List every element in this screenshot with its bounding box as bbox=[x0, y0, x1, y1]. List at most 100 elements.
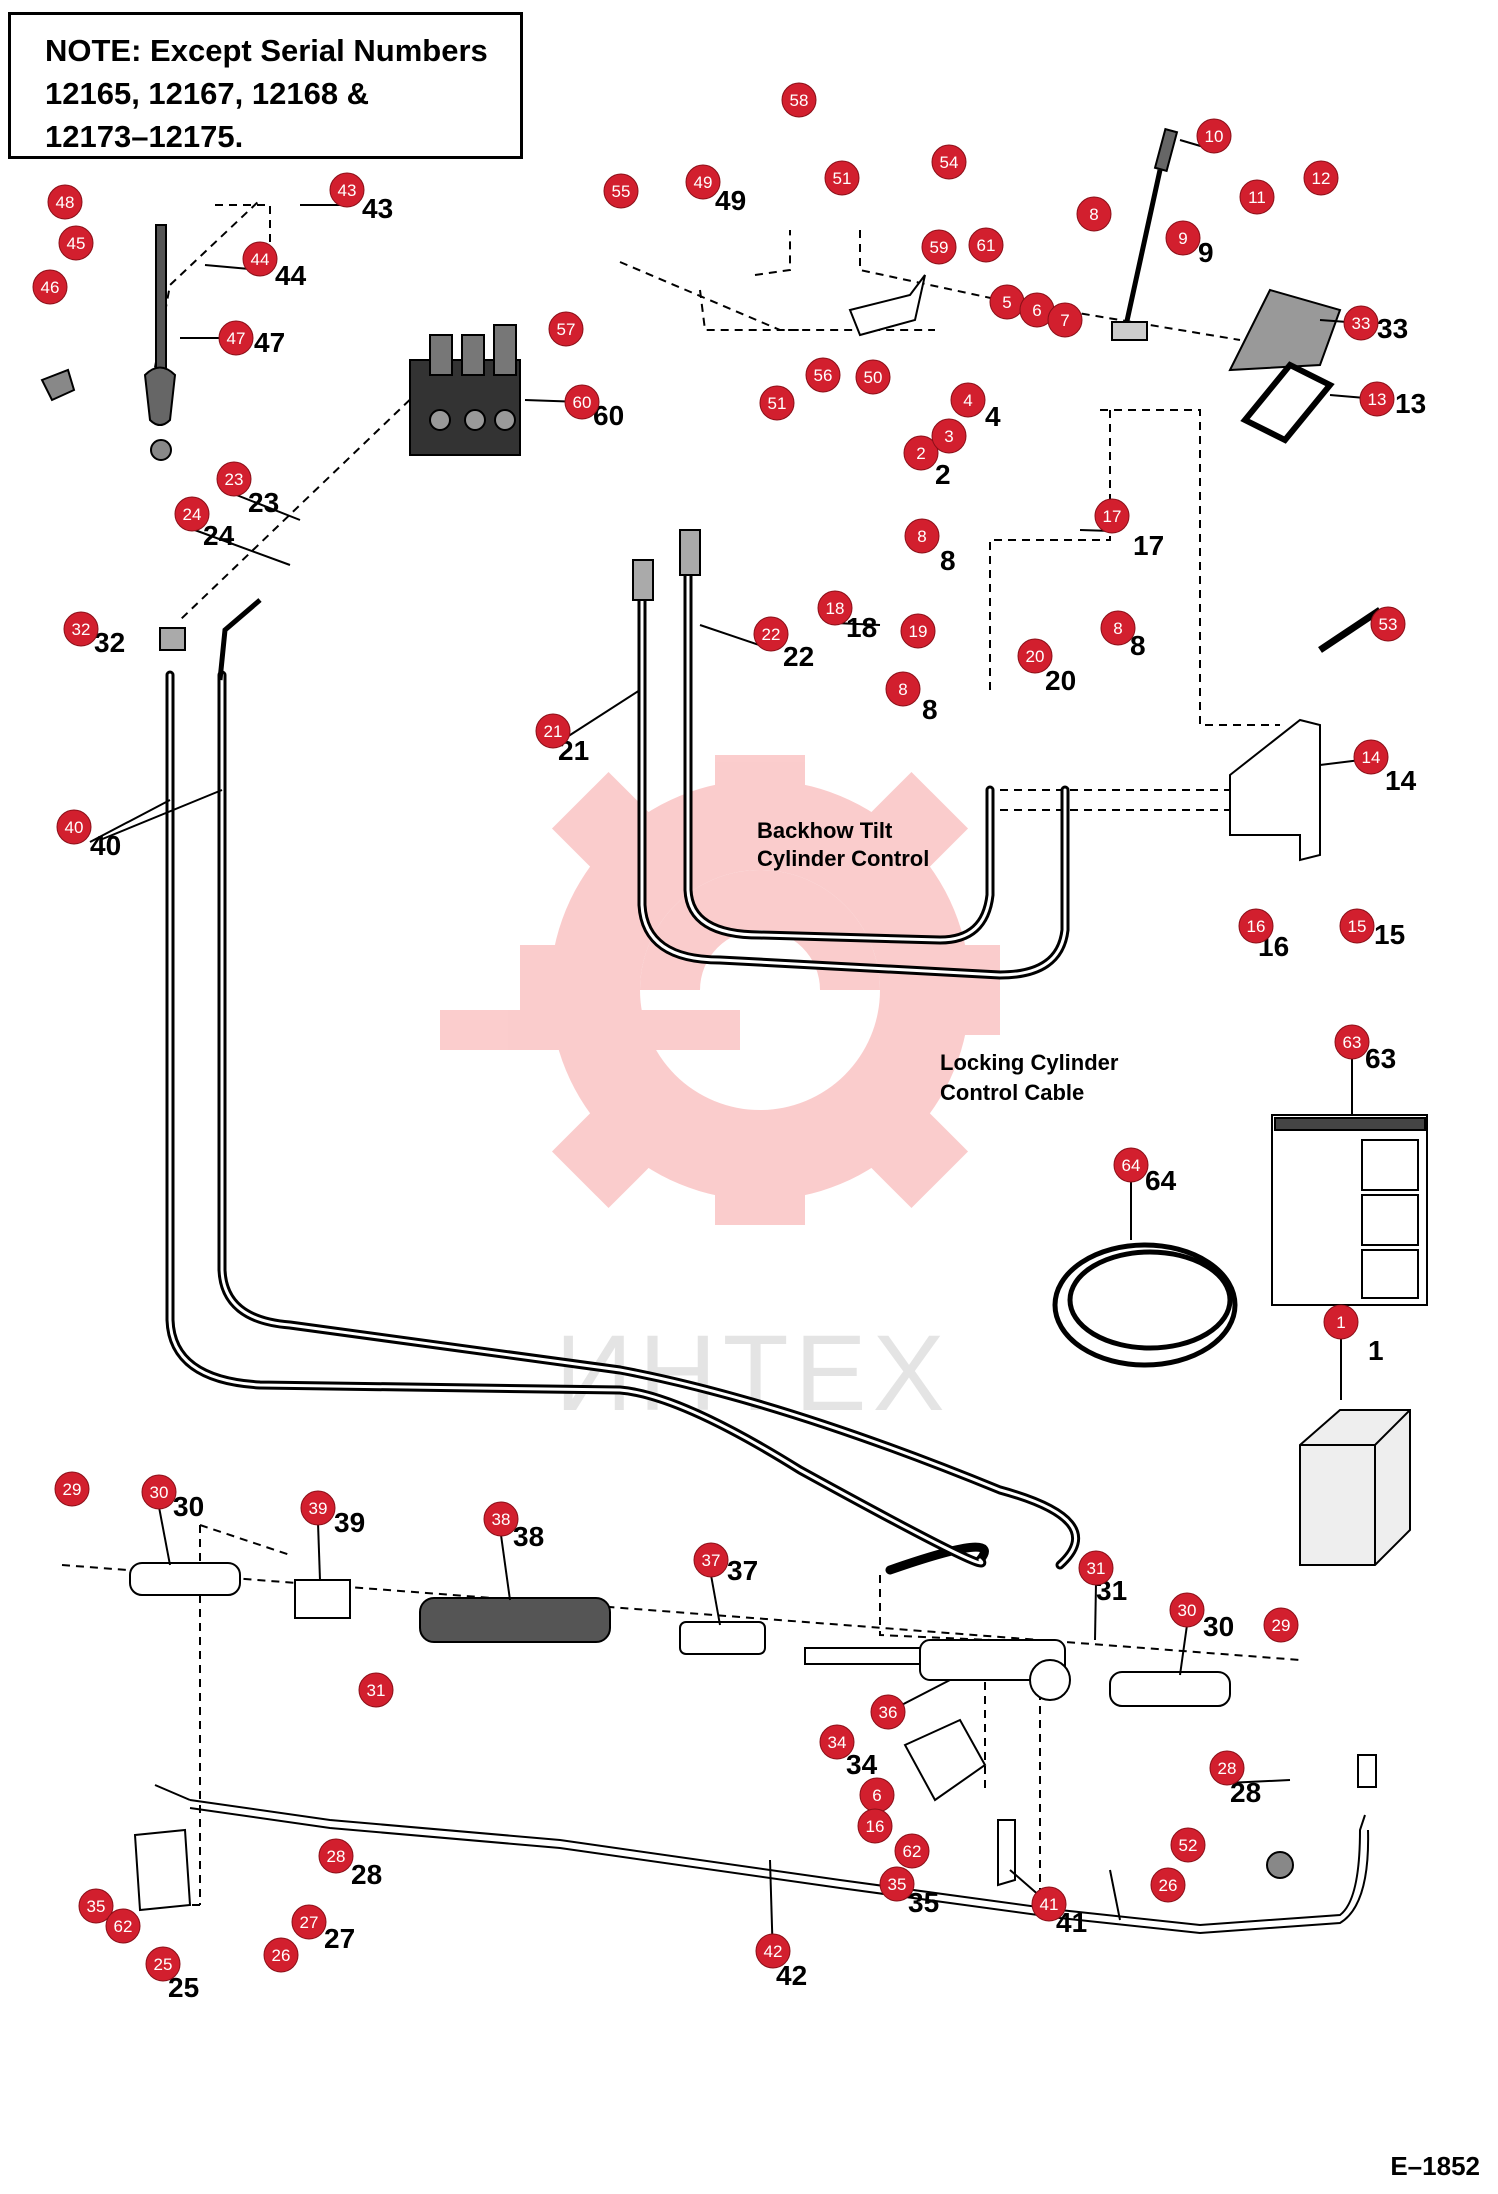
part-callout[interactable]: 20 bbox=[1017, 638, 1053, 674]
callout-marker[interactable] bbox=[56, 809, 92, 845]
part-callout[interactable]: 16 bbox=[857, 1808, 893, 1844]
part-callout[interactable]: 8 bbox=[904, 518, 940, 554]
part-callout[interactable]: 50 bbox=[855, 359, 891, 395]
callout-marker[interactable] bbox=[1165, 220, 1201, 256]
callout-marker[interactable] bbox=[242, 241, 278, 277]
callout-marker[interactable] bbox=[1238, 908, 1274, 944]
part-callout[interactable]: 15 bbox=[1339, 908, 1375, 944]
part-callout[interactable]: 7 bbox=[1047, 302, 1083, 338]
part-callout[interactable]: 8 bbox=[1100, 610, 1136, 646]
callout-marker[interactable] bbox=[105, 1908, 141, 1944]
callout-marker[interactable] bbox=[824, 160, 860, 196]
callout-marker[interactable] bbox=[855, 359, 891, 395]
part-callout[interactable]: 1 bbox=[1323, 1304, 1359, 1340]
callout-marker[interactable] bbox=[1334, 1024, 1370, 1060]
callout-marker[interactable] bbox=[781, 82, 817, 118]
part-callout[interactable]: 6 bbox=[1019, 292, 1055, 328]
part-callout[interactable]: 4 bbox=[950, 382, 986, 418]
callout-marker[interactable] bbox=[805, 357, 841, 393]
callout-marker[interactable] bbox=[1343, 305, 1379, 341]
callout-marker[interactable] bbox=[870, 1694, 906, 1730]
callout-marker[interactable] bbox=[300, 1490, 336, 1526]
part-callout[interactable]: 8 bbox=[1076, 196, 1112, 232]
part-callout[interactable]: 51 bbox=[824, 160, 860, 196]
part-callout[interactable]: 8 bbox=[885, 671, 921, 707]
part-callout[interactable]: 11 bbox=[1239, 179, 1275, 215]
callout-marker[interactable] bbox=[1169, 1592, 1205, 1628]
callout-marker[interactable] bbox=[819, 1724, 855, 1760]
part-callout[interactable]: 3 bbox=[931, 418, 967, 454]
callout-marker[interactable] bbox=[1323, 1304, 1359, 1340]
part-callout[interactable]: 61 bbox=[968, 227, 1004, 263]
part-callout[interactable]: 59 bbox=[921, 229, 957, 265]
callout-marker[interactable] bbox=[548, 311, 584, 347]
callout-marker[interactable] bbox=[1370, 606, 1406, 642]
callout-marker[interactable] bbox=[931, 144, 967, 180]
part-callout[interactable]: 2 bbox=[903, 435, 939, 471]
callout-marker[interactable] bbox=[216, 461, 252, 497]
part-callout[interactable]: 53 bbox=[1370, 606, 1406, 642]
part-callout[interactable]: 39 bbox=[300, 1490, 336, 1526]
callout-marker[interactable] bbox=[47, 184, 83, 220]
callout-marker[interactable] bbox=[968, 227, 1004, 263]
part-callout[interactable]: 56 bbox=[805, 357, 841, 393]
callout-marker[interactable] bbox=[603, 173, 639, 209]
callout-marker[interactable] bbox=[78, 1888, 114, 1924]
callout-marker[interactable] bbox=[1094, 498, 1130, 534]
part-callout[interactable]: 63 bbox=[1334, 1024, 1370, 1060]
part-callout[interactable]: 25 bbox=[145, 1946, 181, 1982]
part-callout[interactable]: 33 bbox=[1343, 305, 1379, 341]
callout-marker[interactable] bbox=[1047, 302, 1083, 338]
part-callout[interactable]: 36 bbox=[870, 1694, 906, 1730]
callout-marker[interactable] bbox=[1209, 1750, 1245, 1786]
callout-marker[interactable] bbox=[1303, 160, 1339, 196]
part-callout[interactable]: 37 bbox=[693, 1542, 729, 1578]
callout-marker[interactable] bbox=[1353, 739, 1389, 775]
part-callout[interactable]: 41 bbox=[1031, 1886, 1067, 1922]
part-callout[interactable]: 12 bbox=[1303, 160, 1339, 196]
part-callout[interactable]: 62 bbox=[105, 1908, 141, 1944]
part-callout[interactable]: 49 bbox=[685, 164, 721, 200]
callout-marker[interactable] bbox=[817, 590, 853, 626]
callout-marker[interactable] bbox=[685, 164, 721, 200]
part-callout[interactable]: 62 bbox=[894, 1833, 930, 1869]
callout-marker[interactable] bbox=[879, 1866, 915, 1902]
part-callout[interactable]: 46 bbox=[32, 269, 68, 305]
part-callout[interactable]: 6 bbox=[859, 1777, 895, 1813]
part-callout[interactable]: 34 bbox=[819, 1724, 855, 1760]
part-callout[interactable]: 64 bbox=[1113, 1147, 1149, 1183]
callout-marker[interactable] bbox=[1263, 1607, 1299, 1643]
callout-marker[interactable] bbox=[904, 518, 940, 554]
callout-marker[interactable] bbox=[218, 320, 254, 356]
callout-marker[interactable] bbox=[358, 1672, 394, 1708]
part-callout[interactable]: 21 bbox=[535, 713, 571, 749]
part-callout[interactable]: 17 bbox=[1094, 498, 1130, 534]
part-callout[interactable]: 23 bbox=[216, 461, 252, 497]
callout-marker[interactable] bbox=[318, 1838, 354, 1874]
part-callout[interactable]: 31 bbox=[358, 1672, 394, 1708]
callout-marker[interactable] bbox=[291, 1904, 327, 1940]
callout-marker[interactable] bbox=[1239, 179, 1275, 215]
callout-marker[interactable] bbox=[753, 616, 789, 652]
callout-marker[interactable] bbox=[1150, 1867, 1186, 1903]
callout-marker[interactable] bbox=[1196, 118, 1232, 154]
part-callout[interactable]: 42 bbox=[755, 1933, 791, 1969]
part-callout[interactable]: 10 bbox=[1196, 118, 1232, 154]
part-callout[interactable]: 29 bbox=[1263, 1607, 1299, 1643]
part-callout[interactable]: 13 bbox=[1359, 381, 1395, 417]
part-callout[interactable]: 54 bbox=[931, 144, 967, 180]
part-callout[interactable]: 55 bbox=[603, 173, 639, 209]
callout-marker[interactable] bbox=[54, 1471, 90, 1507]
part-callout[interactable]: 38 bbox=[483, 1501, 519, 1537]
callout-marker[interactable] bbox=[903, 435, 939, 471]
callout-marker[interactable] bbox=[145, 1946, 181, 1982]
callout-marker[interactable] bbox=[32, 269, 68, 305]
callout-marker[interactable] bbox=[857, 1808, 893, 1844]
callout-marker[interactable] bbox=[693, 1542, 729, 1578]
callout-marker[interactable] bbox=[885, 671, 921, 707]
part-callout[interactable]: 48 bbox=[47, 184, 83, 220]
callout-marker[interactable] bbox=[1031, 1886, 1067, 1922]
part-callout[interactable]: 27 bbox=[291, 1904, 327, 1940]
part-callout[interactable]: 28 bbox=[318, 1838, 354, 1874]
callout-marker[interactable] bbox=[1076, 196, 1112, 232]
